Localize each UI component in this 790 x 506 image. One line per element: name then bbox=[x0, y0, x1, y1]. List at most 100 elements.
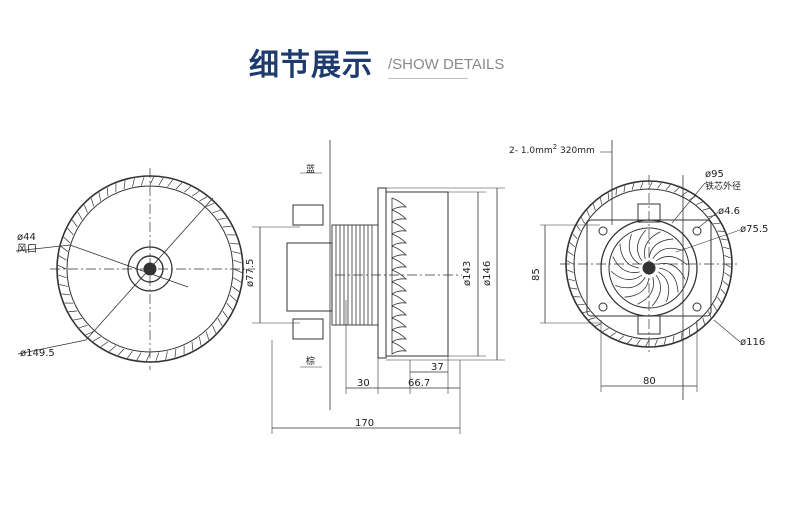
knurl-tooth bbox=[724, 263, 732, 268]
knurl-tooth bbox=[233, 259, 242, 264]
swirl-blade bbox=[619, 243, 640, 269]
hole-dia-label: ø4.6 bbox=[718, 206, 740, 217]
knurl-tooth bbox=[117, 348, 125, 356]
knurl-tooth bbox=[566, 260, 574, 265]
knurl-tooth bbox=[205, 331, 210, 340]
knurl-tooth bbox=[720, 288, 726, 295]
knurl-tooth bbox=[83, 204, 88, 213]
knurl-tooth bbox=[720, 238, 728, 241]
mount-hole-tr bbox=[692, 226, 702, 236]
knurl-tooth bbox=[618, 335, 625, 341]
knurl-tooth bbox=[593, 203, 596, 211]
knurl-tooth bbox=[206, 202, 215, 207]
blade-profile bbox=[391, 281, 408, 295]
core-dia-leader bbox=[671, 182, 706, 224]
knurl-tooth bbox=[58, 274, 67, 279]
wire-spec-suffix: 320mm bbox=[557, 146, 595, 156]
rear-view bbox=[540, 140, 741, 400]
knurl-tooth bbox=[123, 180, 126, 190]
knurl-tooth bbox=[586, 210, 590, 217]
side-view bbox=[252, 140, 505, 434]
knurl-tooth bbox=[199, 336, 202, 346]
swirl-blade bbox=[624, 277, 650, 298]
wire-spec-prefix: 2- 1.0mm bbox=[509, 146, 553, 156]
knurl-tooth bbox=[576, 225, 581, 232]
swirl-blade bbox=[612, 256, 640, 273]
blade-profile bbox=[391, 209, 408, 223]
knurl-tooth bbox=[708, 215, 716, 217]
core-name-label: 铁芯外径 bbox=[705, 180, 741, 192]
knurl-tooth bbox=[588, 317, 596, 320]
blade-profile bbox=[391, 341, 408, 355]
knurl-tooth bbox=[663, 337, 667, 345]
top-bracket bbox=[292, 204, 324, 226]
knurl-tooth bbox=[199, 196, 208, 202]
knurl-tooth bbox=[140, 177, 145, 186]
knurl-tooth bbox=[109, 345, 117, 352]
mount-hole-bl bbox=[598, 302, 608, 312]
outlet-name-label: 风口 bbox=[17, 243, 37, 255]
knurl-tooth bbox=[77, 211, 83, 220]
knurl-tooth bbox=[146, 352, 151, 362]
mount-hole-br bbox=[692, 302, 702, 312]
title-underline bbox=[388, 78, 468, 79]
swirl-blade bbox=[658, 263, 686, 280]
knurl-tooth bbox=[149, 176, 154, 186]
knurl-tooth bbox=[73, 318, 83, 321]
knurl-tooth bbox=[572, 233, 578, 240]
knurl-tooth bbox=[582, 311, 590, 313]
swirl-blade bbox=[648, 238, 674, 259]
wire-spec-sup: 2 bbox=[553, 143, 557, 151]
knurl-tooth bbox=[717, 296, 722, 303]
knurl-tooth bbox=[702, 317, 705, 325]
knurl-tooth bbox=[132, 178, 135, 187]
knurl-tooth bbox=[570, 287, 578, 290]
base-dia-label: ø116 bbox=[740, 337, 765, 348]
wire-spec-label: 2- 1.0mm2 320mm bbox=[509, 143, 595, 156]
blade-profile bbox=[391, 245, 408, 259]
section-title-en: /SHOW DETAILS bbox=[388, 56, 505, 73]
knurl-tooth bbox=[167, 179, 173, 188]
knurl-tooth bbox=[724, 255, 731, 259]
knurl-tooth bbox=[222, 310, 229, 319]
knurl-tooth bbox=[708, 311, 712, 318]
dim-body-dia-label: ø143 bbox=[462, 261, 473, 286]
knurl-tooth bbox=[175, 182, 183, 190]
knurl-tooth bbox=[136, 352, 142, 361]
knurl-tooth bbox=[567, 269, 574, 273]
knurl-tooth bbox=[226, 302, 233, 310]
swirl-blade bbox=[615, 277, 646, 289]
section-title-cn: 细节展示 bbox=[249, 48, 373, 83]
swirl-blade bbox=[658, 271, 670, 302]
knurl-tooth bbox=[567, 251, 574, 256]
dim-30-label: 30 bbox=[357, 378, 370, 389]
knurl-tooth bbox=[722, 246, 730, 250]
outer-dia-label: ø149.5 bbox=[20, 348, 55, 359]
swirl-blade bbox=[644, 231, 661, 259]
knurl-tooth bbox=[229, 242, 239, 245]
knurl-tooth bbox=[92, 336, 101, 342]
dim-85-label: 85 bbox=[531, 268, 542, 281]
knurl-tooth bbox=[100, 341, 109, 348]
hole-dia-leader bbox=[697, 211, 719, 229]
blade-profile bbox=[391, 269, 408, 283]
knurl-tooth bbox=[713, 304, 717, 311]
knurl-tooth bbox=[59, 284, 68, 287]
knurl-tooth bbox=[654, 339, 658, 346]
blade-profile bbox=[391, 329, 408, 343]
knurl-tooth bbox=[67, 228, 74, 236]
knurl-tooth bbox=[79, 324, 88, 329]
knurl-tooth bbox=[657, 182, 662, 189]
blade-profile bbox=[391, 197, 408, 211]
knurl-tooth bbox=[602, 328, 609, 332]
knurl-tooth bbox=[581, 217, 585, 224]
outer-dia-leader-tail bbox=[17, 339, 87, 355]
knurl-tooth bbox=[217, 318, 223, 327]
knurl-tooth bbox=[645, 339, 650, 347]
base-dia-leader bbox=[713, 319, 741, 343]
rear-knurl-ring bbox=[566, 181, 732, 347]
knurl-tooth bbox=[702, 208, 710, 211]
swirl-blade bbox=[628, 234, 640, 265]
knurl-tooth bbox=[58, 255, 67, 261]
